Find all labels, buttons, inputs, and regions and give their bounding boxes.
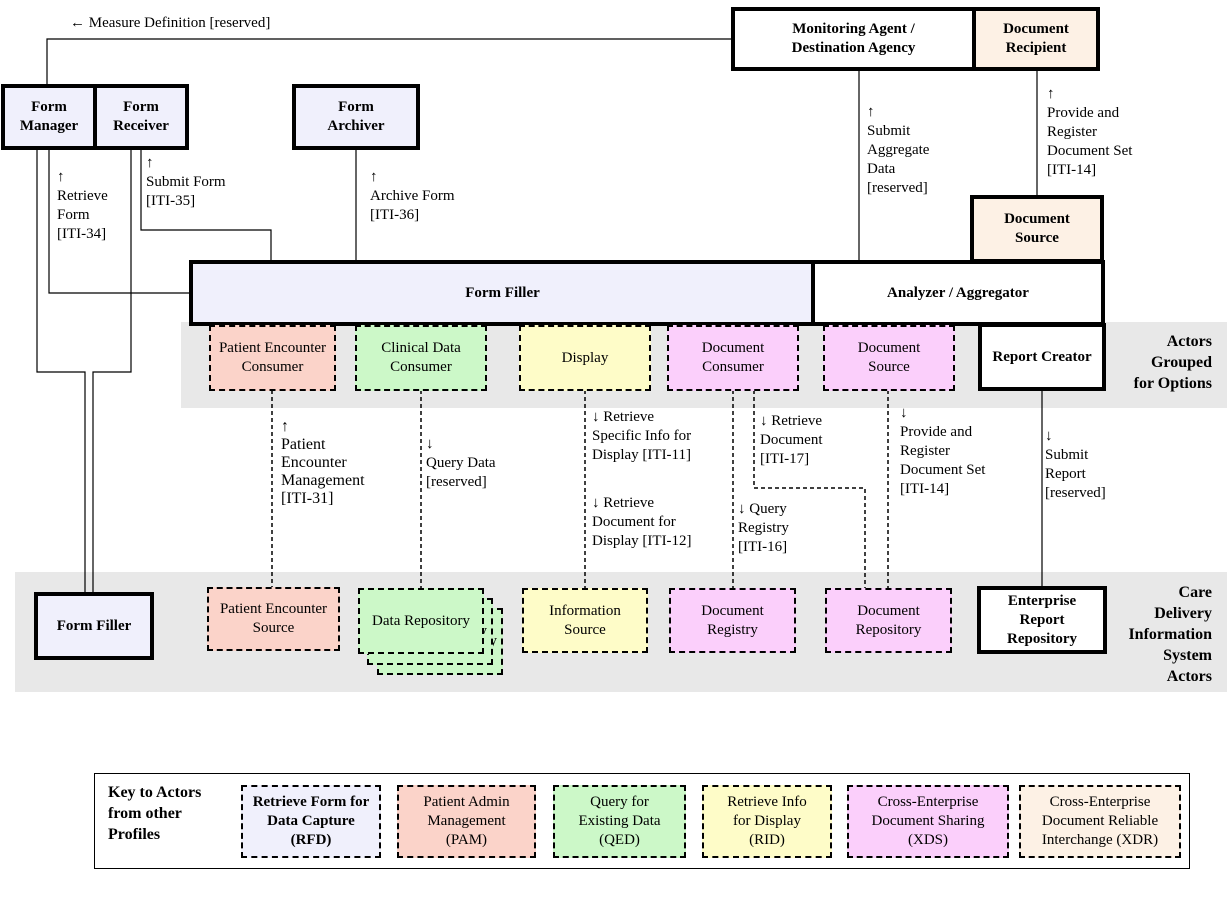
document-registry-actor[interactable]: Document Registry bbox=[669, 588, 796, 653]
care-delivery-group-label: Care Delivery Information System Actors bbox=[1128, 584, 1212, 685]
legend-xds: Cross-Enterprise Document Sharing (XDS) bbox=[847, 785, 1009, 858]
submit-aggregate-transaction: ↑ Submit Aggregate Data [reserved] bbox=[867, 104, 930, 196]
legend-frame bbox=[94, 773, 1190, 869]
measure-definition-line bbox=[46, 38, 733, 85]
legend-rfd: Retrieve Form for Data Capture (RFD) bbox=[241, 785, 381, 858]
document-repository-actor[interactable]: Document Repository bbox=[825, 588, 952, 653]
legend-xdr: Cross-Enterprise Document Reliable Inter… bbox=[1019, 785, 1181, 858]
form-manager-actor[interactable]: Form Manager bbox=[1, 84, 97, 150]
document-recipient-actor[interactable]: Document Recipient bbox=[972, 7, 1100, 71]
patient-encounter-consumer-actor[interactable]: Patient Encounter Consumer bbox=[209, 325, 336, 391]
patient-encounter-transaction: ↑ Patient Encounter Management [ITI-31] bbox=[281, 418, 365, 507]
monitoring-agent-actor[interactable]: Monitoring Agent / Destination Agency bbox=[731, 7, 976, 71]
archive-form-transaction: ↑ Archive Form [ITI-36] bbox=[370, 169, 455, 223]
legend-pam: Patient Admin Management (PAM) bbox=[397, 785, 536, 858]
form-filler-main-actor[interactable]: Form Filler bbox=[189, 260, 816, 326]
document-source-mid-actor[interactable]: Document Source bbox=[823, 325, 955, 391]
analyzer-aggregator-actor[interactable]: Analyzer / Aggregator bbox=[811, 260, 1105, 326]
query-data-transaction: ↓ Query Data [reserved] bbox=[426, 436, 496, 490]
retrieve-document-transaction: ↓ Retrieve Document [ITI-17] bbox=[760, 413, 823, 467]
provide-register-top-transaction: ↑ Provide and Register Document Set [ITI… bbox=[1047, 86, 1133, 178]
retrieve-specific-info-transaction: ↓ Retrieve Specific Info for Display [IT… bbox=[592, 409, 692, 463]
data-repository-actor[interactable]: Data Repository bbox=[358, 588, 484, 654]
patient-encounter-source-actor[interactable]: Patient Encounter Source bbox=[207, 587, 340, 651]
information-source-actor[interactable]: Information Source bbox=[522, 588, 648, 653]
enterprise-report-repository-actor[interactable]: Enterprise Report Repository bbox=[977, 586, 1107, 654]
submit-form-transaction: ↑ Submit Form [ITI-35] bbox=[146, 155, 226, 209]
legend-title: Key to Actors from other Profiles bbox=[108, 784, 202, 843]
form-manager-loop-line bbox=[36, 149, 86, 594]
submit-form-line bbox=[140, 149, 272, 262]
query-registry-transaction: ↓ Query Registry [ITI-16] bbox=[738, 501, 789, 555]
form-receiver-actor[interactable]: Form Receiver bbox=[93, 84, 189, 150]
retrieve-form-transaction: ↑ Retrieve Form [ITI-34] bbox=[57, 169, 108, 242]
provide-register-mid-transaction: ↓ Provide and Register Document Set [ITI… bbox=[900, 405, 986, 497]
submit-report-transaction: ↓ Submit Report [reserved] bbox=[1045, 428, 1106, 501]
document-consumer-actor[interactable]: Document Consumer bbox=[667, 325, 799, 391]
form-receiver-loop-line bbox=[92, 149, 132, 594]
retrieve-form-line bbox=[48, 149, 191, 294]
legend-qed: Query for Existing Data (QED) bbox=[553, 785, 686, 858]
retrieve-document-display-transaction: ↓ Retrieve Document for Display [ITI-12] bbox=[592, 495, 692, 549]
display-actor[interactable]: Display bbox=[519, 325, 651, 391]
measure-definition-label: ← Measure Definition [reserved] bbox=[70, 15, 271, 31]
document-source-top-actor[interactable]: Document Source bbox=[970, 195, 1104, 263]
retrieve-document-line bbox=[753, 390, 866, 589]
clinical-data-consumer-actor[interactable]: Clinical Data Consumer bbox=[355, 325, 487, 391]
options-group-label: Actors Grouped for Options bbox=[1133, 333, 1212, 392]
form-filler-bottom-actor[interactable]: Form Filler bbox=[34, 592, 154, 660]
form-archiver-actor[interactable]: Form Archiver bbox=[292, 84, 420, 150]
legend-rid: Retrieve Info for Display (RID) bbox=[702, 785, 832, 858]
report-creator-actor[interactable]: Report Creator bbox=[978, 323, 1106, 391]
